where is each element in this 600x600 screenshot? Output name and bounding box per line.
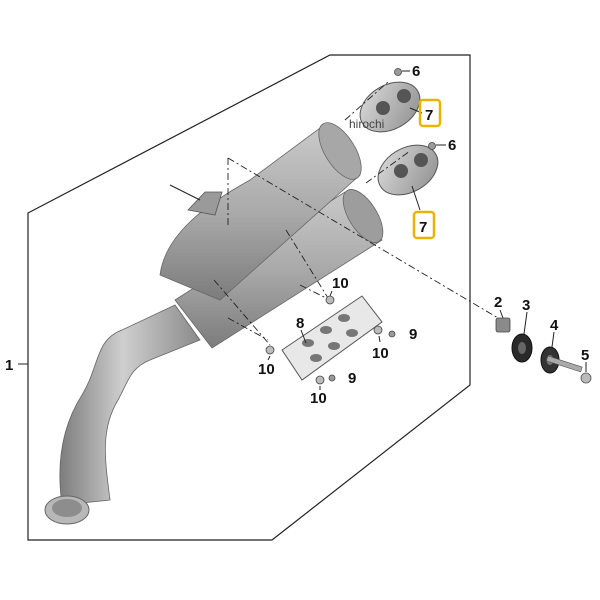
- callout-2: 2: [494, 294, 502, 311]
- bolt: [546, 355, 592, 384]
- assembly-frame: [27, 54, 471, 541]
- screw-9-b: [328, 374, 336, 382]
- lead-7b: [411, 185, 421, 211]
- lead-4: [551, 331, 555, 348]
- callout-9b: 9: [348, 370, 356, 387]
- highlight-box-7b: [412, 210, 436, 240]
- callout-1: 1: [5, 357, 13, 374]
- assembly-line-5: [213, 279, 271, 346]
- bushing: [495, 317, 511, 333]
- assembly-line-4: [365, 150, 411, 184]
- callout-10c: 10: [372, 345, 389, 362]
- callout-10b: 10: [258, 361, 275, 378]
- watermark: hirochi: [349, 117, 384, 131]
- lead-2: [499, 309, 504, 319]
- lead-10c: [378, 335, 381, 343]
- washer-10-a: [325, 295, 335, 305]
- washer-10-c: [373, 325, 383, 335]
- callout-6b: 6: [448, 137, 456, 154]
- callout-7b: 7: [419, 219, 427, 236]
- callout-3: 3: [522, 297, 530, 314]
- screw-6-lower: [428, 142, 436, 150]
- lead-3: [523, 311, 528, 335]
- rubber-damper: [511, 333, 533, 363]
- end-cap-lower: [377, 144, 439, 196]
- callout-4: 4: [550, 317, 559, 334]
- highlight-box-7a: [418, 98, 442, 128]
- lead-10a: [329, 290, 333, 297]
- callout-10d: 10: [310, 390, 327, 407]
- assembly-line-3: [344, 81, 389, 121]
- washer-10-d: [315, 375, 325, 385]
- mounting-bracket: [187, 191, 223, 216]
- screw-6-upper: [394, 68, 402, 76]
- screw-9-a: [388, 330, 396, 338]
- callout-5: 5: [581, 347, 589, 364]
- callout-8: 8: [296, 315, 304, 332]
- callout-10a: 10: [332, 275, 349, 292]
- heat-shield: [281, 295, 383, 381]
- end-cap-upper: [359, 81, 421, 133]
- assembly-line-1: [227, 157, 499, 319]
- assembly-line-8: [299, 284, 331, 301]
- callout-9a: 9: [409, 326, 417, 343]
- header-pipe: [44, 304, 201, 525]
- callout-6a: 6: [412, 63, 420, 80]
- upper-muffler: [159, 122, 362, 301]
- lead-8: [300, 329, 307, 344]
- lead-10b: [267, 355, 271, 361]
- callout-7a: 7: [425, 107, 433, 124]
- washer-10-b: [265, 345, 275, 355]
- lead-bracket: [169, 184, 201, 201]
- assembly-line-6: [285, 229, 329, 299]
